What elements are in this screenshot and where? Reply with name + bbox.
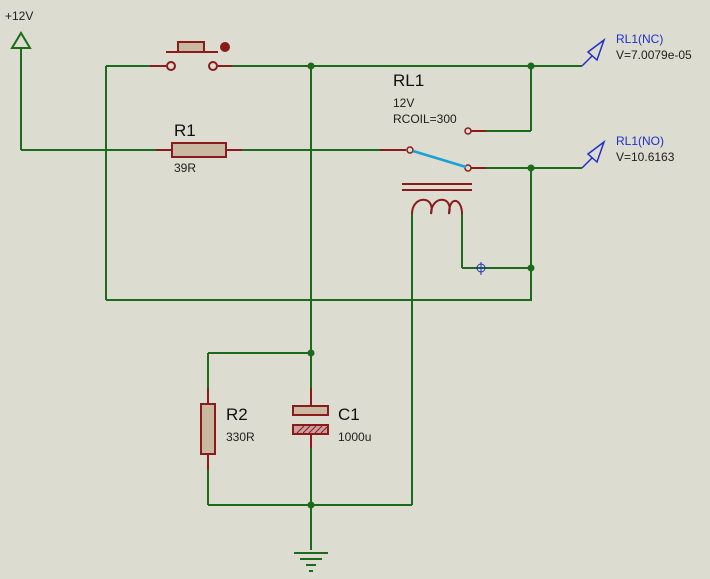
probe-no-name: RL1(NO)	[616, 134, 664, 148]
relay-value-label: 12V	[393, 96, 414, 110]
relay-nc-terminal	[464, 127, 472, 135]
r2-ref-label: R2	[226, 405, 248, 424]
c1-plate-positive	[292, 405, 329, 416]
push-button-contact-right	[208, 61, 218, 71]
junction-dot	[307, 349, 315, 357]
relay-rl1[interactable]	[402, 127, 486, 275]
c1-body[interactable]	[292, 405, 329, 435]
junction-dot	[307, 62, 315, 70]
r1-value-label: 39R	[174, 161, 196, 175]
relay-param-label: RCOIL=300	[393, 112, 457, 126]
push-button-contact-left	[166, 61, 176, 71]
r2-value-label: 330R	[226, 430, 255, 444]
c1-value-label: 1000u	[338, 430, 371, 444]
probe-nc-voltage: V=7.0079e-05	[616, 48, 692, 62]
r2-body[interactable]	[200, 403, 216, 455]
junction-dot	[527, 264, 535, 272]
junction-dot	[527, 164, 535, 172]
junctions	[307, 62, 535, 509]
probe-nc-name: RL1(NC)	[616, 32, 663, 46]
probe-no-marker[interactable]	[581, 139, 606, 169]
r1-ref-label: R1	[174, 121, 196, 140]
probe-nc-marker[interactable]	[581, 37, 606, 67]
junction-dot	[307, 501, 315, 509]
relay-ref-label: RL1	[393, 71, 424, 90]
wires	[20, 48, 582, 550]
c1-ref-label: C1	[338, 405, 360, 424]
r1-body[interactable]	[171, 142, 227, 158]
ground-symbol[interactable]	[294, 552, 328, 572]
supply-label: +12V	[5, 9, 33, 23]
relay-coil	[411, 198, 463, 215]
component-leads	[150, 65, 486, 470]
c1-plate-negative	[292, 424, 329, 435]
probe-no-icon	[586, 139, 606, 164]
push-button-cap	[177, 41, 205, 53]
relay-switch-arm	[412, 149, 467, 169]
probe-nc-icon	[586, 37, 606, 62]
supply-terminal[interactable]	[10, 31, 32, 49]
supply-arrow-icon	[10, 31, 32, 49]
push-button[interactable]	[166, 41, 230, 71]
junction-dot	[527, 62, 535, 70]
push-button-state-indicator[interactable]	[220, 42, 230, 52]
relay-com-terminal	[406, 146, 414, 154]
probe-no-voltage: V=10.6163	[616, 150, 675, 164]
